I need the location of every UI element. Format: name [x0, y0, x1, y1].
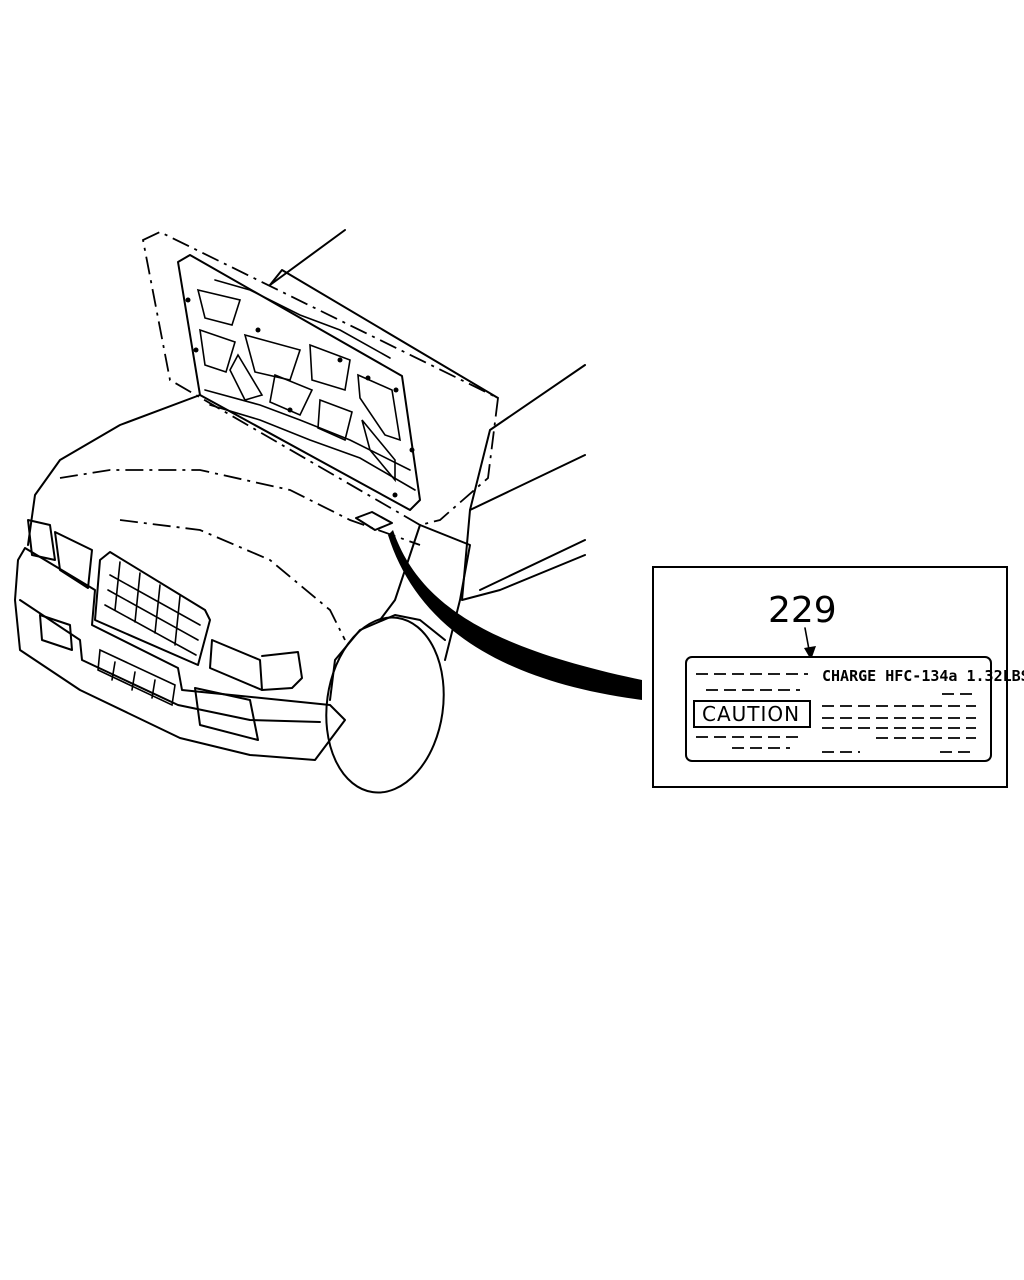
cab-side-lower: [479, 539, 586, 591]
front-bumper: [14, 547, 346, 761]
charge-text: CHARGE HFC-134a 1.32LBS: [822, 667, 1024, 685]
label-placeholder-lines: [696, 673, 976, 753]
ac-label-frame: [685, 656, 992, 762]
fog-lamp-left: [39, 614, 73, 651]
hood-rivets: [185, 297, 415, 498]
hood-outline: [141, 231, 499, 526]
callout-box: 229 CHARGE HFC-134a 1.32LBS CAUTION: [652, 566, 1024, 788]
bumper-vents: [97, 648, 176, 707]
caution-text: CAUTION: [702, 702, 800, 726]
vehicle-illustration: [14, 229, 586, 794]
cab-side: [469, 454, 586, 511]
headlamp-right: [209, 639, 263, 691]
bonnet-centerline: [119, 519, 346, 641]
bonnet-front: [59, 469, 421, 546]
leader-line: [388, 530, 642, 700]
cab-pillar: [269, 269, 499, 399]
headlamp-left: [27, 519, 56, 561]
headlamp-left-2: [54, 531, 93, 589]
cab-window: [469, 364, 586, 511]
headlamp-right-lens: [261, 651, 303, 691]
part-number: 229: [768, 590, 837, 631]
fog-lamp-right: [194, 687, 259, 741]
part-number-arrow: [804, 646, 816, 660]
label-location-marker: [355, 511, 393, 531]
grille-bars: [104, 561, 201, 656]
cab-roof: [269, 229, 346, 286]
front-tire: [325, 616, 445, 794]
engine-bay-edge: [27, 394, 201, 546]
caution-box: [693, 700, 811, 728]
fender-right-inner: [379, 524, 421, 621]
grille-outline: [94, 551, 211, 666]
wheel-arch: [329, 614, 446, 701]
hood-reinforcement: [196, 279, 416, 491]
door-line: [461, 509, 586, 601]
